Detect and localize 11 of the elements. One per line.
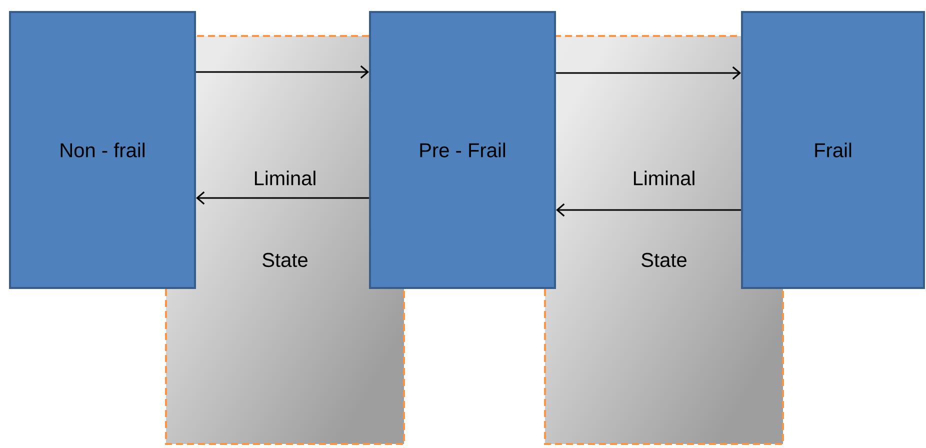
arrow bbox=[556, 203, 741, 217]
arrow bbox=[196, 191, 369, 205]
stage-box: Non - frail bbox=[9, 11, 196, 289]
region-label: Liminal bbox=[254, 170, 316, 186]
stage-box: Frail bbox=[741, 11, 925, 289]
stage-box: Pre - Frail bbox=[369, 11, 556, 289]
region-label: State bbox=[642, 252, 686, 268]
region-label: Liminal bbox=[634, 170, 694, 186]
region-label: State bbox=[262, 252, 308, 268]
arrow bbox=[196, 65, 369, 79]
arrow bbox=[556, 66, 741, 80]
